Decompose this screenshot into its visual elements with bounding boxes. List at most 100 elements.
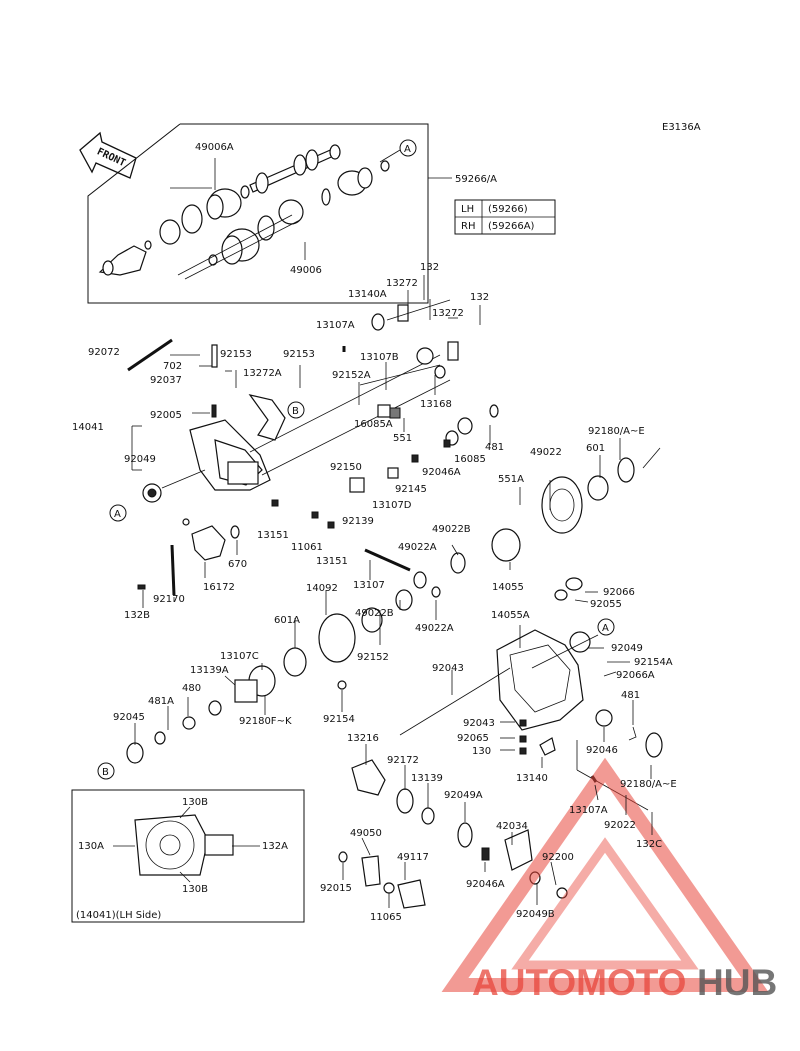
label-92154: 92154: [323, 714, 355, 725]
label-13140: 13140: [516, 773, 548, 784]
inset-box: (14041)(LH Side): [71, 789, 305, 923]
label-92045: 92045: [113, 712, 145, 723]
label-13151: 13151: [257, 530, 289, 541]
marker-a-left: A: [109, 504, 127, 522]
label-14092: 14092: [306, 583, 338, 594]
label-92152: 92152: [357, 652, 389, 663]
label-92046A: 92046A: [466, 879, 505, 890]
label-92172: 92172: [387, 755, 419, 766]
label-92153: 92153: [283, 349, 315, 360]
marker-a-right: A: [597, 618, 615, 636]
label-16085A: 16085A: [354, 419, 393, 430]
label-16085: 16085: [454, 454, 486, 465]
label-92170: 92170: [153, 594, 185, 605]
svg-text:LH: LH: [461, 204, 474, 215]
ring-gear-assembly: [364, 447, 661, 611]
label-13107C: 13107C: [220, 651, 259, 662]
label-670: 670: [228, 559, 247, 570]
svg-text:A: A: [602, 623, 609, 634]
label-13272: 13272: [386, 278, 418, 289]
label-14055A: 14055A: [491, 610, 530, 621]
marker-b-left: B: [97, 762, 115, 780]
label-132: 132: [420, 262, 439, 273]
label-11061: 11061: [291, 542, 323, 553]
label-49022: 49022: [530, 447, 562, 458]
label-13107: 13107: [353, 580, 385, 591]
side-table: LH (59266) RH (59266A): [454, 199, 556, 235]
label-551A: 551A: [498, 474, 524, 485]
label-49022B: 49022B: [355, 608, 394, 619]
label-92049: 92049: [611, 643, 643, 654]
gear-case: [142, 419, 271, 503]
label-13139: 13139: [411, 773, 443, 784]
watermark-text-red: AUTOMOTO: [472, 962, 686, 1003]
label-92152A: 92152A: [332, 370, 371, 381]
label-92055: 92055: [590, 599, 622, 610]
label-601: 601: [586, 443, 605, 454]
label-92180FK: 92180F~K: [239, 716, 292, 727]
label-92154A: 92154A: [634, 657, 673, 668]
label-13272: 13272: [432, 308, 464, 319]
label-49117: 49117: [397, 852, 429, 863]
marker-a-top: A: [399, 139, 417, 157]
label-13272A: 13272A: [243, 368, 282, 379]
label-130A: 130A: [78, 841, 104, 852]
label-92015: 92015: [320, 883, 352, 894]
label-130B: 130B: [182, 797, 208, 808]
label-92043: 92043: [432, 663, 464, 674]
label-14041: 14041: [72, 422, 104, 433]
svg-text:A: A: [114, 509, 121, 520]
label-13140A: 13140A: [348, 289, 387, 300]
label-13168: 13168: [420, 399, 452, 410]
label-92139: 92139: [342, 516, 374, 527]
label-92037: 92037: [150, 375, 182, 386]
label-92150: 92150: [330, 462, 362, 473]
diagram-code: E3136A: [662, 122, 701, 133]
label-132C: 132C: [636, 839, 662, 850]
label-92180AE: 92180/A~E: [588, 426, 645, 437]
label-132: 132: [470, 292, 489, 303]
label-49006: 49006: [290, 265, 322, 276]
svg-text:A: A: [404, 144, 411, 155]
label-92043: 92043: [463, 718, 495, 729]
label-49022A: 49022A: [415, 623, 454, 634]
label-16172: 16172: [203, 582, 235, 593]
watermark-text-gray: HUB: [697, 962, 777, 1003]
driveshaft-frame: [87, 123, 429, 304]
label-92066A: 92066A: [616, 670, 655, 681]
label-49022B: 49022B: [432, 524, 471, 535]
label-601A: 601A: [274, 615, 300, 626]
front-arrow-icon: FRONT: [79, 131, 137, 179]
carrier-case: [496, 629, 663, 758]
differential-case: [126, 607, 383, 764]
label-13139A: 13139A: [190, 665, 229, 676]
svg-text:B: B: [102, 767, 109, 778]
label-130: 130: [472, 746, 491, 757]
label-481A: 481A: [148, 696, 174, 707]
label-13216: 13216: [347, 733, 379, 744]
label-481: 481: [485, 442, 504, 453]
label-92145: 92145: [395, 484, 427, 495]
label-59266A: 59266/A: [455, 174, 497, 185]
leader-lines: [113, 275, 653, 908]
label-13107A: 13107A: [316, 320, 355, 331]
label-13107B: 13107B: [360, 352, 399, 363]
label-92180AE: 92180/A~E: [620, 779, 677, 790]
label-92153: 92153: [220, 349, 252, 360]
label-92065: 92065: [457, 733, 489, 744]
label-92005: 92005: [150, 410, 182, 421]
label-130B: 130B: [182, 884, 208, 895]
label-481: 481: [621, 690, 640, 701]
label-92046A: 92046A: [422, 467, 461, 478]
svg-text:B: B: [292, 406, 299, 417]
marker-b-top: B: [287, 401, 305, 419]
label-49006A: 49006A: [195, 142, 234, 153]
svg-text:RH: RH: [461, 221, 475, 232]
label-11065: 11065: [370, 912, 402, 923]
label-92046: 92046: [586, 745, 618, 756]
svg-text:(59266A): (59266A): [488, 221, 535, 232]
label-92022: 92022: [604, 820, 636, 831]
label-13151: 13151: [316, 556, 348, 567]
